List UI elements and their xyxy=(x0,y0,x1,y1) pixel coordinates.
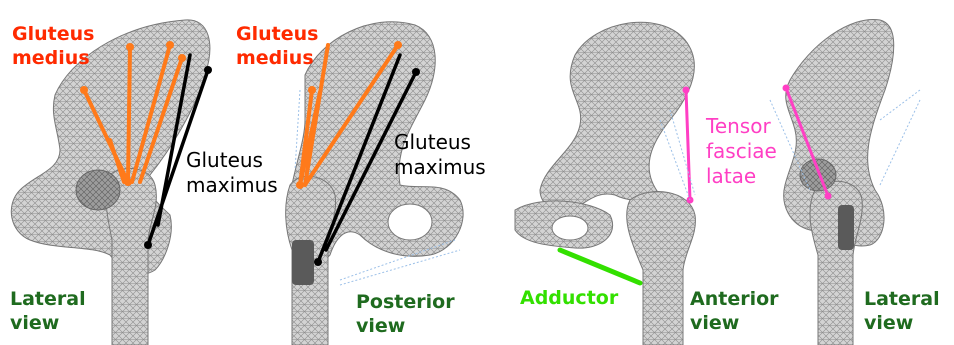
gluteus-maximus-label-2: Gluteus maximus xyxy=(394,130,486,180)
label-line: Posterior xyxy=(356,290,455,314)
lateral-view-label-2: Lateral view xyxy=(864,287,940,335)
femoral-head xyxy=(76,170,120,210)
gluteus-medius-label-2: Gluteus medius xyxy=(236,22,318,70)
tensor-fasciae-latae-label: Tensor fasciae latae xyxy=(706,114,777,189)
label-line: Gluteus xyxy=(186,148,278,173)
label-line: Lateral xyxy=(10,287,86,311)
label-line: Anterior xyxy=(690,287,779,311)
dark-block xyxy=(838,205,854,250)
gluteus-medius-label-1: Gluteus medius xyxy=(12,22,94,70)
pelvis-bone xyxy=(540,22,694,211)
label-line: Tensor xyxy=(706,114,777,139)
label-line: view xyxy=(864,311,940,335)
adductor-line xyxy=(560,250,640,283)
label-line: view xyxy=(690,311,779,335)
posterior-view-label: Posterior view xyxy=(356,290,455,338)
label-line: Gluteus xyxy=(236,22,318,46)
label-line: maximus xyxy=(394,155,486,180)
label-line: maximus xyxy=(186,173,278,198)
label-line: medius xyxy=(12,46,94,70)
lateral-view-label-1: Lateral view xyxy=(10,287,86,335)
label-line: medius xyxy=(236,46,318,70)
femur-bone xyxy=(627,192,696,345)
obturator-opening xyxy=(388,204,432,240)
tensor-fasciae-latae-line xyxy=(686,90,690,200)
femoral-head xyxy=(800,159,836,191)
adductor-label: Adductor xyxy=(520,286,618,310)
label-line: latae xyxy=(706,164,777,189)
obturator-opening xyxy=(552,216,588,240)
label-line: Gluteus xyxy=(394,130,486,155)
label-line: fasciae xyxy=(706,139,777,164)
femur-bone xyxy=(810,181,862,345)
label-line: Lateral xyxy=(864,287,940,311)
gluteus-maximus-label-1: Gluteus maximus xyxy=(186,148,278,198)
anterior-view-label: Anterior view xyxy=(690,287,779,335)
label-line: view xyxy=(10,311,86,335)
label-line: view xyxy=(356,314,455,338)
dark-block xyxy=(292,240,314,285)
label-line: Gluteus xyxy=(12,22,94,46)
